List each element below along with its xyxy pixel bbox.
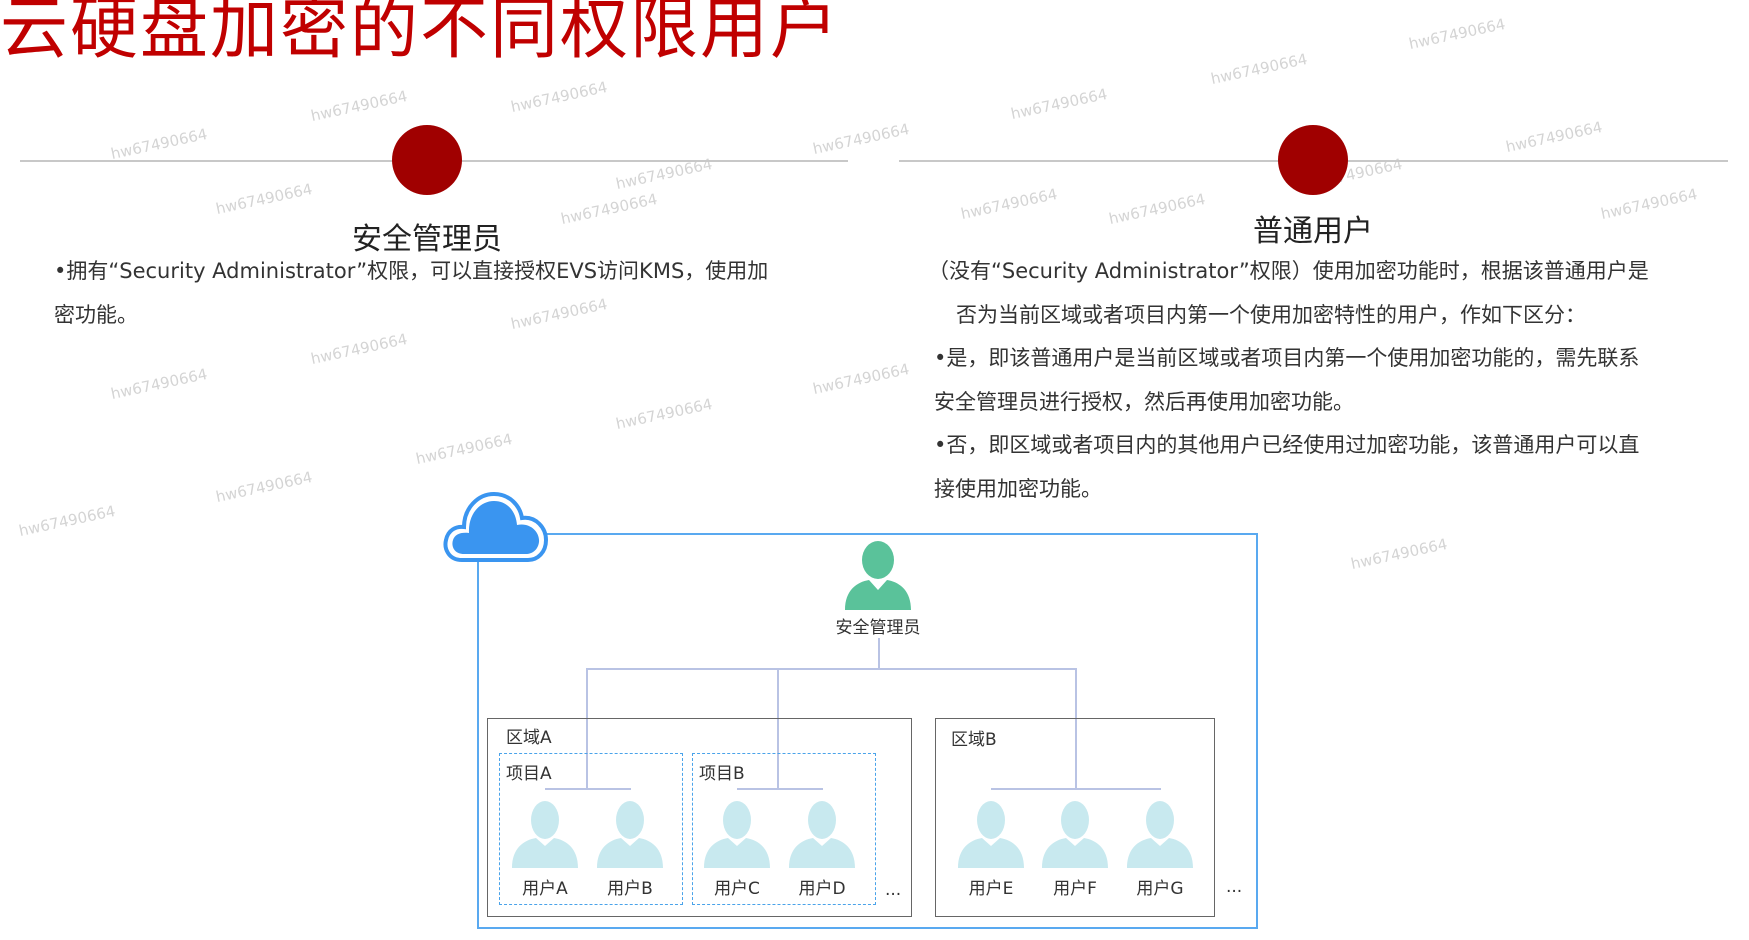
watermark: hw67490664 — [1407, 14, 1507, 54]
watermark: hw67490664 — [309, 86, 409, 126]
watermark: hw67490664 — [1504, 117, 1604, 157]
user-label: 用户F — [1053, 879, 1097, 899]
watermark: hw67490664 — [1209, 49, 1309, 89]
user-label: 用户B — [607, 879, 653, 899]
ellipsis: ... — [1226, 877, 1243, 897]
user-icon — [789, 801, 855, 868]
text-line: （没有“Security Administrator”权限）使用加密功能时，根据… — [928, 259, 1649, 283]
watermark: hw67490664 — [959, 184, 1059, 224]
watermark: hw67490664 — [509, 77, 609, 117]
admin-description: •拥有“Security Administrator”权限，可以直接授权EVS访… — [54, 250, 844, 337]
user-heading: 普通用户 — [1253, 214, 1373, 249]
text-line: 否为当前区域或者项目内第一个使用加密特性的用户，作如下区分： — [956, 302, 1586, 327]
admin-icon — [845, 541, 911, 610]
cloud-icon — [443, 491, 549, 562]
section-dot — [1278, 125, 1348, 195]
watermark: hw67490664 — [1349, 534, 1449, 574]
region-b-label: 区域B — [951, 730, 997, 750]
connector — [991, 788, 1161, 790]
user-icon — [1127, 801, 1193, 868]
user-icon — [512, 801, 578, 868]
text-line: 密功能。 — [54, 302, 138, 327]
user-description: （没有“Security Administrator”权限）使用加密功能时，根据… — [928, 250, 1743, 511]
watermark: hw67490664 — [811, 359, 911, 399]
watermark: hw67490664 — [17, 501, 117, 541]
connector — [1075, 668, 1077, 789]
text-line: 安全管理员进行授权，然后再使用加密功能。 — [934, 389, 1354, 414]
watermark: hw67490664 — [1107, 189, 1207, 229]
connector — [737, 788, 823, 790]
user-icon — [597, 801, 663, 868]
user-label: 用户G — [1136, 879, 1184, 899]
ellipsis: ... — [885, 880, 902, 900]
project-a-label: 项目A — [506, 764, 552, 784]
text-line: •否，即区域或者项目内的其他用户已经使用过加密功能，该普通用户可以直 — [934, 433, 1640, 457]
region-b-box — [935, 718, 1215, 917]
watermark: hw67490664 — [109, 364, 209, 404]
watermark: hw67490664 — [1009, 84, 1109, 124]
user-label: 用户E — [968, 879, 1014, 899]
project-b-box — [692, 753, 876, 905]
project-a-box — [499, 753, 683, 905]
watermark: hw67490664 — [214, 467, 314, 507]
region-a-label: 区域A — [506, 728, 552, 748]
connector — [545, 788, 631, 790]
connector — [878, 638, 880, 669]
watermark: hw67490664 — [214, 179, 314, 219]
user-icon — [704, 801, 770, 868]
user-icon — [958, 801, 1024, 868]
connector — [586, 668, 1077, 670]
user-label: 用户D — [798, 879, 846, 899]
watermark: hw67490664 — [559, 189, 659, 229]
connector — [777, 668, 779, 789]
user-label: 用户A — [522, 879, 568, 899]
watermark: hw67490664 — [414, 429, 514, 469]
text-line: •是，即该普通用户是当前区域或者项目内第一个使用加密功能的，需先联系 — [934, 346, 1640, 370]
watermark: hw67490664 — [811, 119, 911, 159]
watermark: hw67490664 — [109, 124, 209, 164]
connector — [586, 668, 588, 789]
text-line: 接使用加密功能。 — [934, 476, 1102, 501]
text-line: •拥有“Security Administrator”权限，可以直接授权EVS访… — [54, 259, 769, 283]
user-label: 用户C — [714, 879, 760, 899]
section-dot — [392, 125, 462, 195]
admin-heading: 安全管理员 — [352, 222, 502, 257]
watermark: hw67490664 — [1599, 184, 1699, 224]
project-b-label: 项目B — [699, 764, 745, 784]
cloud-frame — [477, 533, 1258, 929]
user-icon — [1042, 801, 1108, 868]
admin-label: 安全管理员 — [835, 618, 921, 638]
page-title: 云硬盘加密的不同权限用户 — [0, 0, 841, 69]
watermark: hw67490664 — [614, 394, 714, 434]
region-a-box — [487, 718, 912, 917]
